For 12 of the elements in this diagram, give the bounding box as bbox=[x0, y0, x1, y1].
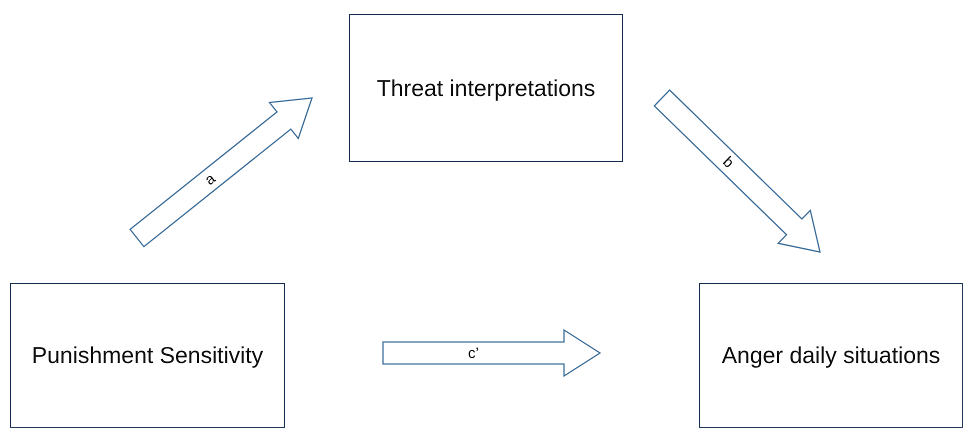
edge-label: c’ bbox=[468, 346, 479, 360]
block-arrow bbox=[653, 89, 821, 253]
box-label: Anger daily situations bbox=[722, 342, 940, 369]
block-arrow bbox=[382, 328, 602, 378]
process-box bbox=[10, 283, 285, 428]
box-label: Punishment Sensitivity bbox=[32, 342, 264, 369]
process-box bbox=[699, 283, 963, 428]
edge-label: a bbox=[202, 170, 219, 188]
block-arrow bbox=[129, 97, 313, 248]
process-box bbox=[349, 14, 623, 162]
edge-label: b bbox=[720, 154, 736, 171]
box-label: Threat interpretations bbox=[376, 74, 596, 102]
